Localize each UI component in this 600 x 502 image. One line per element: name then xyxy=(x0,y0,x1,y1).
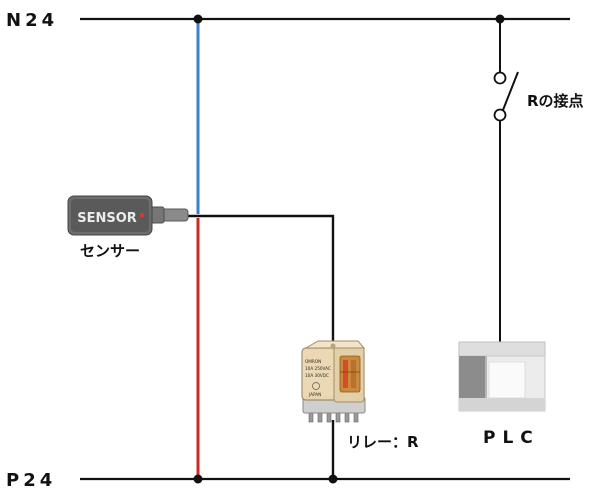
svg-text:JAPAN: JAPAN xyxy=(308,392,321,397)
relay-contact xyxy=(493,71,519,122)
junction-dot xyxy=(495,14,505,24)
sensor: SENSOR xyxy=(67,195,189,236)
relay: OMRON 10A 250VAC 10A 30VDC JAPAN xyxy=(301,340,366,423)
plc xyxy=(458,341,546,412)
junction-dot xyxy=(193,14,203,24)
plc-caption: PLC xyxy=(483,428,540,448)
contact-label: Rの接点 xyxy=(527,92,584,110)
relay-caption: リレー：R xyxy=(347,433,419,451)
junction-dot xyxy=(328,474,338,484)
sensor-signal-wire xyxy=(185,214,335,350)
p24-label: P24 xyxy=(6,470,56,491)
svg-text:10A 30VDC: 10A 30VDC xyxy=(305,373,329,378)
svg-text:10A 250VAC: 10A 250VAC xyxy=(305,366,331,371)
sensor-body-text: SENSOR xyxy=(77,211,137,226)
n24-label: N24 xyxy=(6,10,58,31)
svg-text:OMRON: OMRON xyxy=(305,359,321,364)
junction-dot xyxy=(193,474,203,484)
sensor-caption: センサー xyxy=(80,242,140,260)
